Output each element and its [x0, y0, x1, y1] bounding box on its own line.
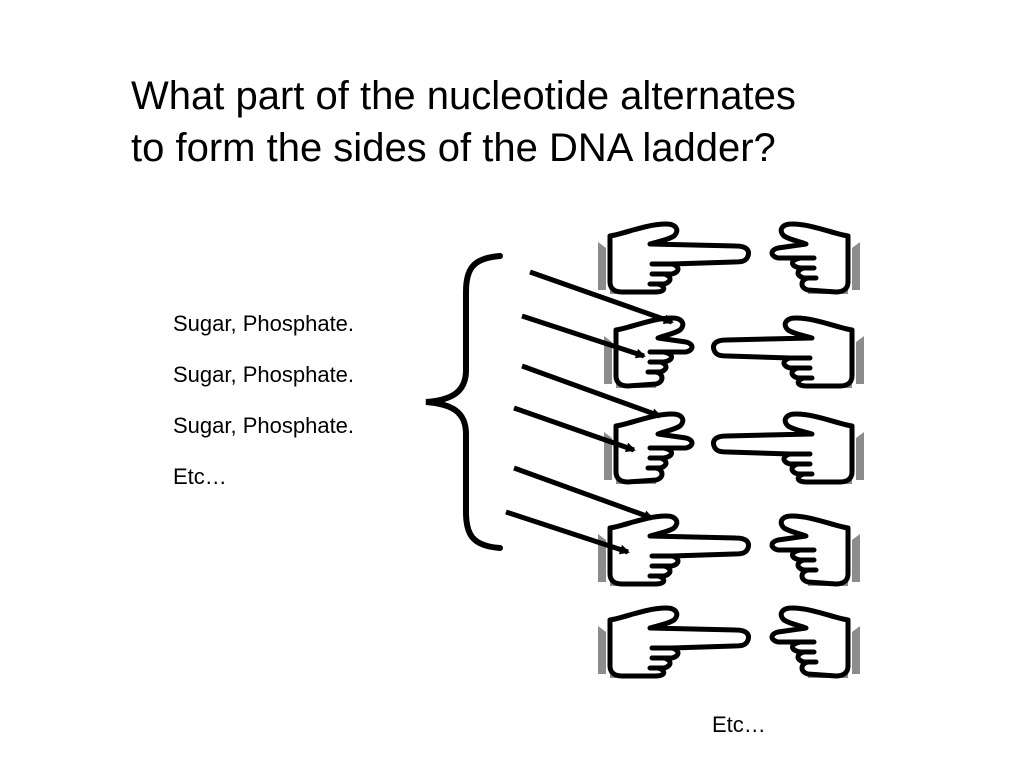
pointing-hand-icon [598, 224, 749, 294]
pointing-hand-icon [772, 224, 860, 294]
arrow [521, 313, 646, 359]
pointing-hand-icon [604, 318, 692, 388]
answer-item: Sugar, Phosphate. [173, 362, 355, 387]
answer-item: Sugar, Phosphate. [173, 311, 355, 336]
curly-brace [425, 253, 503, 551]
arrow [513, 465, 654, 521]
slide-title: What part of the nucleotide alternates t… [131, 70, 951, 174]
answer-list: Sugar, Phosphate. Sugar, Phosphate. Suga… [173, 306, 354, 510]
pointing-hand-icon [714, 318, 865, 388]
hand-row-4 [598, 516, 860, 586]
pointer-arrows [505, 269, 674, 555]
pointing-hand-icon [598, 608, 749, 678]
pointing-hand-icon [714, 414, 865, 484]
pointing-hand-icon [604, 414, 692, 484]
hand-row-5 [598, 608, 860, 678]
pointing-hand-icon [772, 516, 860, 586]
hand-row-1 [598, 224, 860, 294]
hand-row-2 [604, 318, 864, 388]
answer-item: Etc… [173, 464, 227, 489]
pointing-hand-icon [772, 608, 860, 678]
arrow [505, 509, 630, 555]
answer-item: Sugar, Phosphate. [173, 413, 355, 438]
title-line-1: What part of the nucleotide alternates [131, 74, 796, 118]
arrow [521, 363, 662, 419]
footer-etc-note: Etc… [712, 712, 766, 737]
arrow [529, 269, 674, 325]
hand-row-3 [604, 414, 864, 484]
arrow [513, 405, 636, 453]
title-line-2: to form the sides of the DNA ladder? [131, 126, 776, 170]
